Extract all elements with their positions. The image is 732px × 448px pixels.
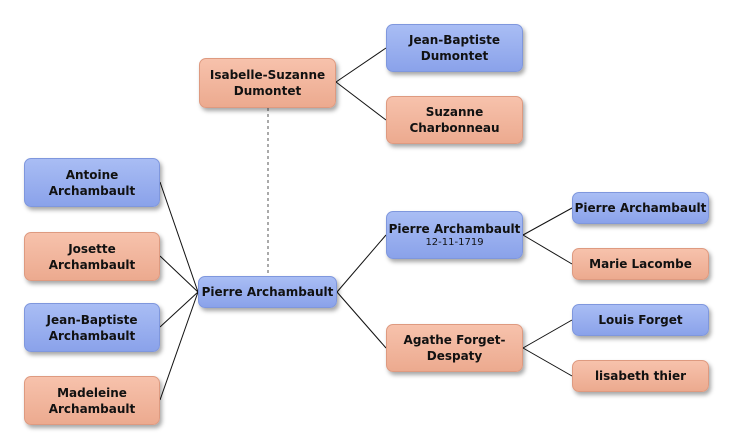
connector-center-antoine [159, 181, 199, 293]
connector-isabelle-suzanne [335, 81, 387, 121]
person-node-agathe-forget-despaty[interactable]: Agathe Forget-Despaty [386, 324, 523, 372]
person-name: Suzanne Charbonneau [409, 105, 500, 135]
person-date: 12-11-1719 [425, 237, 484, 248]
person-node-antoine-archambault[interactable]: Antoine Archambault [24, 158, 160, 207]
connector-center-madeleine [159, 291, 199, 401]
person-node-pierre-archambault-grandfather[interactable]: Pierre Archambault [572, 192, 709, 224]
person-node-jean-baptiste-dumontet[interactable]: Jean-Baptiste Dumontet [386, 24, 523, 72]
person-node-suzanne-charbonneau[interactable]: Suzanne Charbonneau [386, 96, 523, 144]
person-name: Pierre Archambault [201, 285, 334, 299]
connector-center-jean-baptiste [159, 291, 199, 328]
person-name: Pierre Archambault [388, 222, 521, 236]
person-name: Antoine Archambault [48, 167, 136, 198]
person-name: Pierre Archambault [574, 201, 707, 215]
person-name: Josette Archambault [48, 241, 136, 272]
connector-father-grandmother [522, 234, 573, 265]
person-node-marie-lacombe[interactable]: Marie Lacombe [572, 248, 709, 280]
person-name: lisabeth thier [594, 369, 687, 383]
person-node-lisabeth-thier[interactable]: lisabeth thier [572, 360, 709, 392]
person-node-pierre-archambault-center[interactable]: Pierre Archambault [198, 276, 337, 308]
person-name: Jean-Baptiste Dumontet [409, 33, 500, 63]
connector-father-grandfather [522, 207, 573, 236]
person-name: Jean-Baptiste Archambault [46, 312, 138, 343]
connector-center-josette [159, 255, 199, 293]
connector-isabelle-jean-baptiste [335, 47, 387, 83]
person-node-louis-forget[interactable]: Louis Forget [572, 304, 709, 336]
person-node-pierre-archambault-father[interactable]: Pierre Archambault 12-11-1719 [386, 211, 523, 259]
connector-center-father [336, 234, 387, 293]
person-node-jean-baptiste-archambault[interactable]: Jean-Baptiste Archambault [24, 303, 160, 352]
connector-mother-louis [522, 319, 573, 349]
person-node-josette-archambault[interactable]: Josette Archambault [24, 232, 160, 281]
connector-mother-lisabeth [522, 347, 573, 377]
person-name: Marie Lacombe [589, 257, 692, 271]
person-name: Isabelle-Suzanne Dumontet [209, 68, 326, 98]
person-name: Agathe Forget-Despaty [403, 333, 506, 363]
person-node-madeleine-archambault[interactable]: Madeleine Archambault [24, 376, 160, 425]
connector-center-mother [336, 291, 387, 349]
person-name: Louis Forget [598, 313, 683, 327]
person-node-isabelle-suzanne-dumontet[interactable]: Isabelle-Suzanne Dumontet [199, 58, 336, 108]
person-name: Madeleine Archambault [48, 385, 136, 416]
